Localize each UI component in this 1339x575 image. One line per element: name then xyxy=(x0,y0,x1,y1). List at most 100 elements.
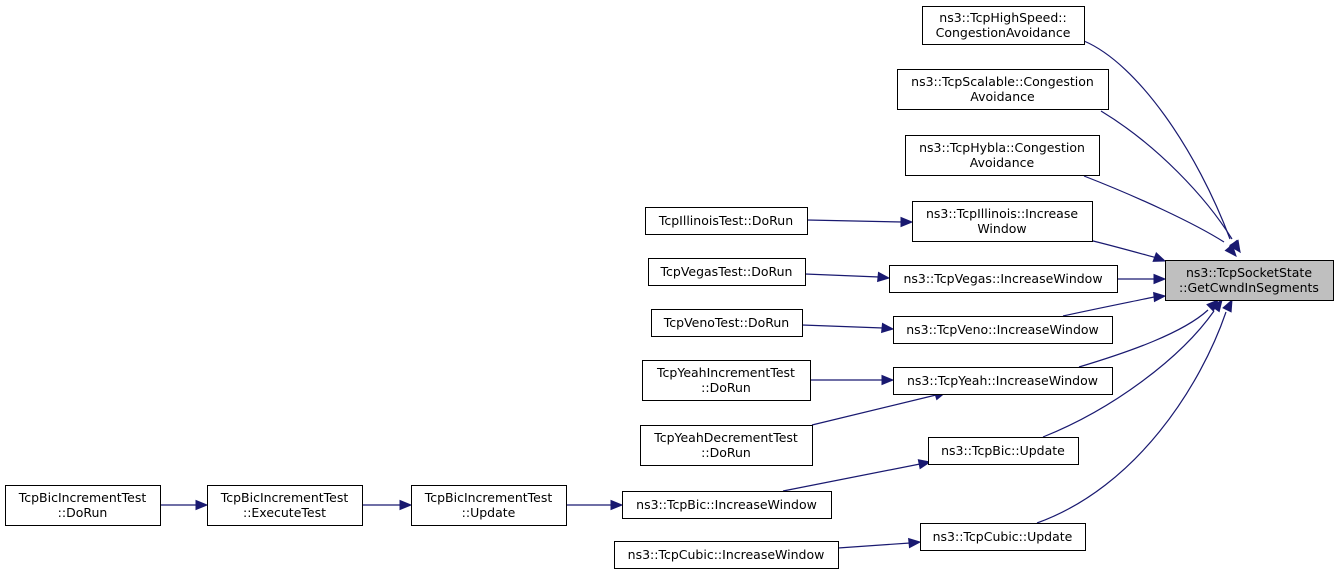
call-edge-scalable_ca-to-get_cwnd xyxy=(1100,110,1241,254)
edge-line xyxy=(804,273,880,278)
node-box xyxy=(207,485,363,526)
node-label-line: TcpYeahIncrementTest xyxy=(656,365,795,380)
node-label-line: ns3::TcpBic::Update xyxy=(941,443,1065,458)
node-vegas_iw[interactable]: ns3::TcpVegas::IncreaseWindow xyxy=(889,265,1118,293)
node-highspeed_ca[interactable]: ns3::TcpHighSpeed::CongestionAvoidance xyxy=(922,6,1085,45)
node-cubic_update[interactable]: ns3::TcpCubic::Update xyxy=(920,523,1086,551)
node-label-line: Avoidance xyxy=(970,89,1035,104)
edge-line xyxy=(1078,309,1209,368)
arrowhead-icon xyxy=(900,216,914,228)
node-label-line: ns3::TcpIllinois::Increase xyxy=(926,206,1078,221)
node-box xyxy=(5,485,161,526)
call-edge-bic_inc_dorun-to-bic_inc_exec xyxy=(160,499,209,511)
edge-line xyxy=(1036,311,1227,524)
graph-nodes: ns3::TcpSocketState::GetCwndInSegmentsns… xyxy=(5,6,1334,569)
call-edge-yeah_inc_test-to-yeah_iw xyxy=(810,374,895,386)
arrowhead-icon xyxy=(1224,243,1237,258)
node-scalable_ca[interactable]: ns3::TcpScalable::CongestionAvoidance xyxy=(897,69,1109,110)
node-illinois_test[interactable]: TcpIllinoisTest::DoRun xyxy=(645,207,808,235)
node-label-line: TcpBicIncrementTest xyxy=(424,490,553,505)
call-edge-illinois_iw-to-get_cwnd xyxy=(1088,239,1167,262)
node-box xyxy=(922,6,1085,45)
arrowhead-icon xyxy=(881,322,895,334)
node-yeah_inc_test[interactable]: TcpYeahIncrementTest::DoRun xyxy=(642,360,811,401)
node-box xyxy=(1165,260,1334,301)
node-box xyxy=(928,437,1079,465)
node-label-line: TcpVenoTest::DoRun xyxy=(663,315,789,330)
node-bic_update[interactable]: ns3::TcpBic::Update xyxy=(928,437,1079,465)
call-edge-bic_iw-to-bic_update xyxy=(782,459,932,492)
node-label-line: Window xyxy=(977,221,1026,236)
arrowhead-icon xyxy=(1229,239,1241,254)
node-label-line: Avoidance xyxy=(970,155,1035,170)
node-label-line: ::ExecuteTest xyxy=(243,505,326,520)
arrowhead-icon xyxy=(610,499,624,511)
node-bic_inc_exec[interactable]: TcpBicIncrementTest::ExecuteTest xyxy=(207,485,363,526)
node-label-line: TcpBicIncrementTest xyxy=(18,490,147,505)
call-edges xyxy=(160,40,1241,549)
node-yeah_dec_test[interactable]: TcpYeahDecrementTest::DoRun xyxy=(640,425,813,466)
node-label-line: TcpIllinoisTest::DoRun xyxy=(658,213,793,228)
call-edge-cubic_update-to-get_cwnd xyxy=(1036,298,1233,524)
call-edge-bic_inc_update-to-bic_iw xyxy=(566,499,624,511)
arrowhead-icon xyxy=(1222,298,1233,313)
call-edge-veno_iw-to-get_cwnd xyxy=(1062,291,1167,317)
node-illinois_iw[interactable]: ns3::TcpIllinois::IncreaseWindow xyxy=(912,201,1093,242)
node-bic_inc_dorun[interactable]: TcpBicIncrementTest::DoRun xyxy=(5,485,161,526)
node-box xyxy=(905,135,1100,176)
call-edge-vegas_test-to-vegas_iw xyxy=(804,271,891,283)
arrowhead-icon xyxy=(1152,252,1167,262)
node-box xyxy=(897,69,1109,110)
node-bic_inc_update[interactable]: TcpBicIncrementTest::Update xyxy=(411,485,567,526)
node-label-line: TcpBicIncrementTest xyxy=(220,490,349,505)
node-label-line: CongestionAvoidance xyxy=(936,25,1071,40)
node-label-line: ns3::TcpCubic::IncreaseWindow xyxy=(628,547,825,562)
node-bic_iw[interactable]: ns3::TcpBic::IncreaseWindow xyxy=(622,491,832,519)
node-label-line: ns3::TcpHybla::Congestion xyxy=(919,140,1085,155)
call-edge-bic_inc_exec-to-bic_inc_update xyxy=(362,499,413,511)
node-box xyxy=(651,309,803,337)
node-label-line: ::DoRun xyxy=(701,380,751,395)
arrowhead-icon xyxy=(399,499,413,511)
node-label-line: ns3::TcpVegas::IncreaseWindow xyxy=(903,271,1102,286)
arrowhead-icon xyxy=(195,499,209,511)
node-vegas_test[interactable]: TcpVegasTest::DoRun xyxy=(648,258,806,286)
node-box xyxy=(642,360,811,401)
node-label-line: ns3::TcpBic::IncreaseWindow xyxy=(636,497,817,512)
node-veno_test[interactable]: TcpVenoTest::DoRun xyxy=(651,309,803,337)
edge-line xyxy=(801,324,884,329)
node-box xyxy=(889,265,1118,293)
node-label-line: ns3::TcpYeah::IncreaseWindow xyxy=(907,373,1098,388)
edge-line xyxy=(811,394,937,426)
node-label-line: TcpVegasTest::DoRun xyxy=(660,264,793,279)
call-edge-vegas_iw-to-get_cwnd xyxy=(1117,273,1167,285)
node-yeah_iw[interactable]: ns3::TcpYeah::IncreaseWindow xyxy=(893,367,1113,395)
call-edge-cubic_iw-to-cubic_update xyxy=(837,537,922,549)
node-box xyxy=(912,201,1093,242)
node-get_cwnd[interactable]: ns3::TcpSocketState::GetCwndInSegments xyxy=(1165,260,1334,301)
call-edge-yeah_dec_test-to-yeah_iw xyxy=(811,390,948,426)
arrowhead-icon xyxy=(917,459,932,470)
node-label-line: ns3::TcpCubic::Update xyxy=(933,529,1073,544)
call-edge-hybla_ca-to-get_cwnd xyxy=(1083,175,1237,258)
edge-line xyxy=(1083,175,1225,243)
call-edge-illinois_test-to-illinois_iw xyxy=(806,216,914,228)
node-label-line: ::GetCwndInSegments xyxy=(1179,280,1319,295)
node-veno_iw[interactable]: ns3::TcpVeno::IncreaseWindow xyxy=(893,316,1113,344)
arrowhead-icon xyxy=(1210,298,1223,313)
node-box xyxy=(893,316,1113,344)
edge-line xyxy=(782,463,921,492)
node-label-line: ::DoRun xyxy=(58,505,108,520)
edge-line xyxy=(1062,296,1155,317)
arrowhead-icon xyxy=(908,537,922,549)
node-cubic_iw[interactable]: ns3::TcpCubic::IncreaseWindow xyxy=(614,541,839,569)
arrowhead-icon xyxy=(1153,291,1167,303)
node-box xyxy=(411,485,567,526)
call-edge-bic_update-to-get_cwnd xyxy=(1042,298,1223,438)
node-box xyxy=(645,207,808,235)
edge-line xyxy=(1083,40,1231,240)
node-hybla_ca[interactable]: ns3::TcpHybla::CongestionAvoidance xyxy=(905,135,1100,176)
node-box xyxy=(920,523,1086,551)
node-label-line: ::DoRun xyxy=(701,445,751,460)
